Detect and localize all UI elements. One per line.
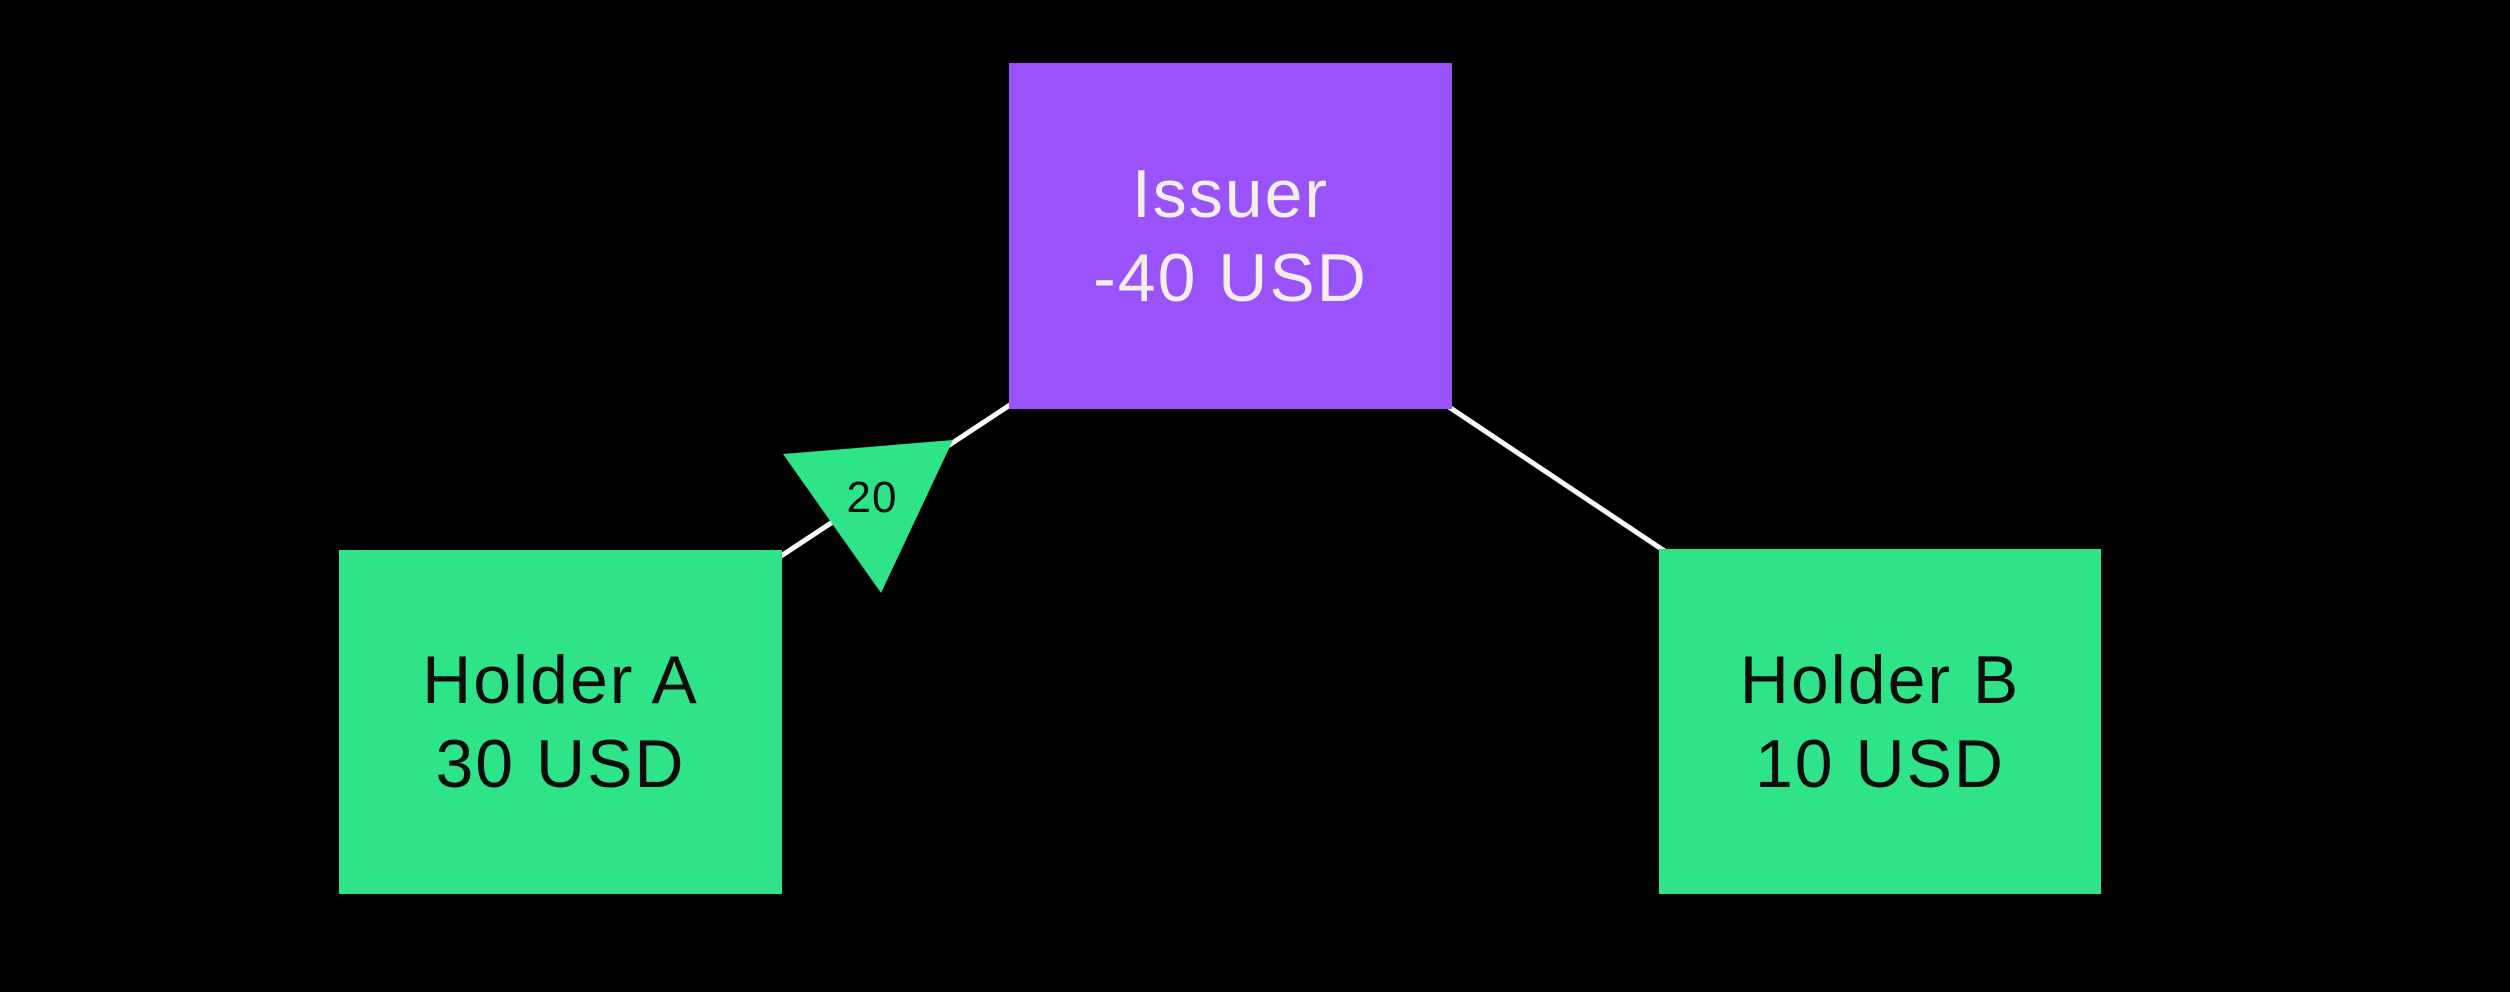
issuer-balance: -40 USD xyxy=(1093,240,1368,316)
edge-issuer-to-holder-b xyxy=(1443,402,1681,563)
node-issuer: Issuer -40 USD xyxy=(1009,63,1452,409)
edge-amount-label: 20 xyxy=(846,473,898,522)
holder-b-name: Holder B xyxy=(1739,641,2021,718)
node-holder-a: Holder A 30 USD xyxy=(339,550,782,894)
holder-a-balance: 30 USD xyxy=(435,726,686,802)
holder-b-balance: 10 USD xyxy=(1754,725,2006,802)
arrowhead-triangle-icon xyxy=(783,440,953,593)
holder-a-name: Holder A xyxy=(422,642,699,718)
node-holder-b: Holder B 10 USD xyxy=(1659,549,2101,894)
issuer-name: Issuer xyxy=(1131,156,1330,232)
